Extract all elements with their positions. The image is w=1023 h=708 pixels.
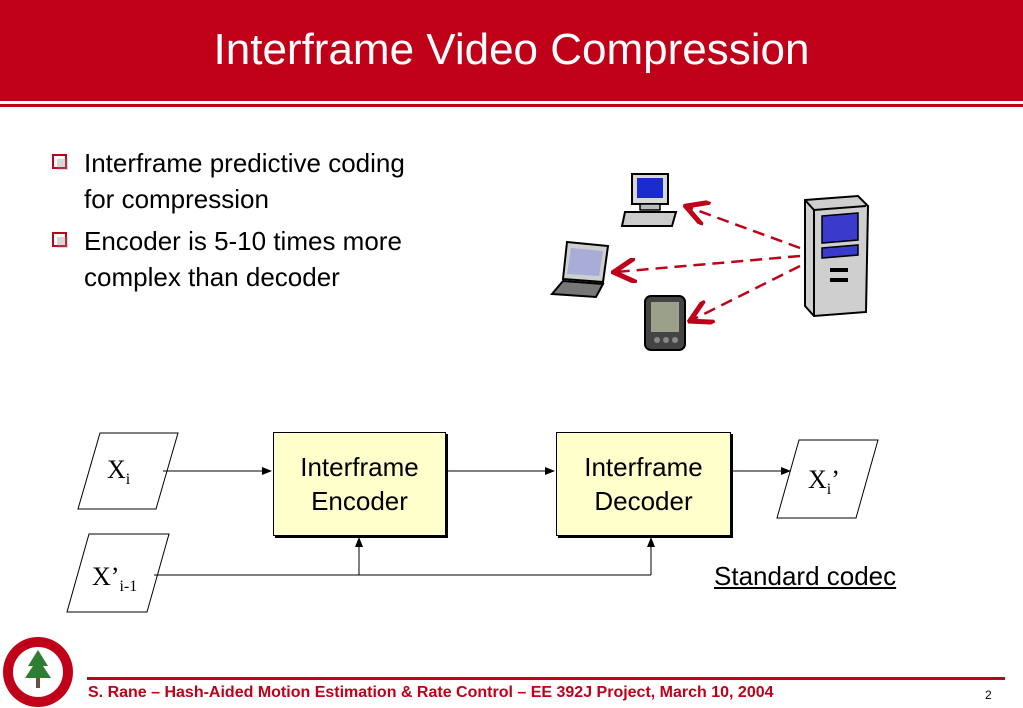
reference-frame-shape: [66, 533, 170, 613]
server-tower-icon: [804, 194, 870, 318]
encoder-label-line: Encoder: [311, 486, 408, 516]
bullet-text-line: Encoder is 5-10 times more: [84, 226, 402, 256]
slide-title: Interframe Video Compression: [213, 25, 810, 74]
output-xi-label: Xi’: [808, 465, 840, 499]
footer-text: S. Rane – Hash-Aided Motion Estimation &…: [88, 684, 774, 701]
desktop-computer-icon: [620, 173, 678, 227]
laptop-icon: [549, 240, 610, 299]
title-divider: [0, 104, 1023, 107]
broadcast-arrows: [616, 207, 801, 320]
decoder-label-line: Decoder: [594, 486, 693, 516]
encoder-box: Interframe Encoder: [273, 432, 446, 536]
bullet-text-line: for compression: [84, 184, 269, 214]
output-xi-shape: [776, 439, 879, 519]
footer-divider: [87, 677, 1005, 680]
decoder-label-line: Interframe: [584, 452, 703, 482]
bullet-text-line: complex than decoder: [84, 262, 340, 292]
bullet-list: Interframe predictive coding for compres…: [52, 145, 492, 301]
bullet-text-line: Interframe predictive coding: [84, 148, 405, 178]
encoder-label-line: Interframe: [300, 452, 419, 482]
pda-icon: [644, 295, 686, 351]
bullet-item: Encoder is 5-10 times more complex than …: [52, 223, 492, 295]
bullet-item: Interframe predictive coding for compres…: [52, 145, 492, 217]
stanford-seal-icon: [3, 637, 73, 707]
page-number: 2: [985, 688, 992, 702]
title-bar: [0, 0, 1023, 101]
flow-arrows: [154, 467, 791, 576]
reference-frame-label: X’i-1: [92, 562, 138, 596]
checkbox-bullet-icon: [52, 154, 68, 170]
decoder-box: Interframe Decoder: [556, 432, 731, 536]
checkbox-bullet-icon: [52, 232, 68, 248]
input-xi-shape: [77, 432, 179, 510]
input-xi-label: Xi: [107, 455, 131, 489]
standard-codec-caption: Standard codec: [714, 561, 897, 591]
